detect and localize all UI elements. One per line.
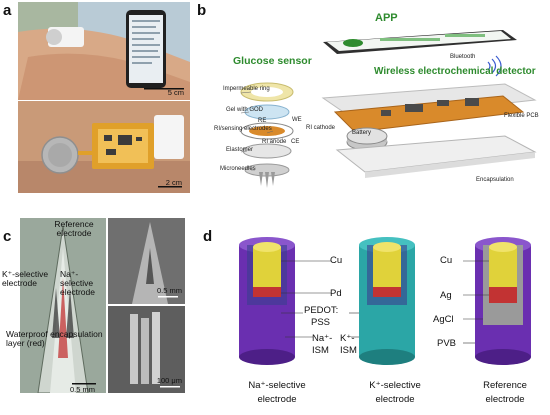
electrode-re-label: RE	[258, 118, 267, 124]
photo-microneedle-optical	[20, 218, 106, 393]
electrode-we-label: WE	[292, 117, 302, 123]
label-pedot: PEDOT:	[304, 305, 339, 316]
layer-gel-with-god: Gel with GOD	[226, 107, 264, 113]
label-k-ism-2: ISM	[340, 345, 357, 356]
scale-bar-5cm: 5 cm	[167, 88, 184, 97]
wireless-detector-title: Wireless electrochemical detector	[374, 66, 536, 77]
photo-sem-side: 100 μm	[108, 306, 185, 393]
caption-na-line2: electrode	[257, 394, 297, 405]
flexible-pcb-label: Flexible PCB	[504, 113, 539, 119]
app-label: APP	[375, 12, 398, 24]
phone-illustration	[323, 30, 517, 54]
label-k-ism-1: K⁺-	[340, 333, 355, 344]
reference-electrode-label: Reference electrode	[54, 219, 94, 238]
k-selective-electrode-label: K⁺-selective electrode	[2, 269, 49, 288]
label-pvb: PVB	[437, 338, 457, 349]
glucose-sensor-title: Glucose sensor	[233, 55, 312, 67]
panel-d-leaders	[281, 260, 489, 344]
k-electrode	[359, 237, 415, 365]
battery-label: Battery	[352, 130, 372, 136]
sem-tip-image	[108, 218, 185, 304]
flexible-pcb	[321, 83, 537, 151]
scale-bar-main-0-5mm: 0.5 mm	[70, 385, 96, 394]
caption-k-line1: K⁺-selective	[369, 380, 421, 391]
scale-bar-sem-0-5mm: 0.5 mm	[156, 286, 182, 295]
panel-b-letter: b	[197, 2, 207, 19]
layer-impermeable-ring: Impermeable ring	[223, 86, 270, 92]
label-pss: PSS	[311, 317, 331, 328]
na-selective-electrode-label: Na⁺-selective electrode	[60, 269, 95, 297]
photo-device-closeup-image	[18, 101, 190, 193]
microneedle-optical-image	[20, 218, 106, 393]
caption-ref-line2: electrode	[485, 394, 525, 405]
reference-electrode	[475, 237, 531, 365]
photo-device-closeup: 2 cm	[18, 101, 190, 193]
label-cu-2: Cu	[440, 255, 453, 266]
photo-sem-tip: 0.5 mm	[108, 218, 185, 304]
sem-side-image	[108, 306, 185, 393]
scale-bar-2cm: 2 cm	[165, 178, 182, 187]
caption-ref-line1: Reference	[483, 380, 527, 391]
label-cu-1: Cu	[330, 255, 343, 266]
label-ag: Ag	[440, 290, 452, 301]
caption-k-line2: electrode	[375, 394, 415, 405]
electrode-ce-label: CE	[291, 139, 300, 145]
waterproof-layer-label: Waterproof encapsulation layer (red)	[6, 329, 103, 348]
electrode-ri-cathode-label: RI cathode	[306, 125, 336, 131]
panel-d-electrode-diagram	[239, 237, 531, 365]
encapsulation-shell	[335, 135, 537, 178]
caption-na-line1: Na⁺-selective	[248, 380, 306, 391]
bluetooth-waves	[487, 55, 502, 77]
photo-arm-phone: 5 cm	[18, 2, 190, 100]
layer-microneedles: Microneedles	[220, 166, 256, 172]
bluetooth-label: Bluetooth	[450, 54, 476, 60]
label-pd: Pd	[330, 288, 342, 299]
na-electrode	[239, 237, 295, 365]
photo-arm-phone-image	[18, 2, 190, 100]
label-na-ism-2: ISM	[312, 345, 329, 356]
scale-bar-sem-100um: 100 μm	[156, 376, 182, 385]
leader-lines	[240, 91, 274, 171]
layer-ri-sensing-electrodes: RI/sensing electrodes	[214, 126, 272, 132]
encapsulation-label: Encapsulation	[476, 177, 514, 183]
panel-b-exploded-diagram	[240, 30, 537, 188]
sensor-stack	[240, 82, 294, 188]
electrode-ri-anode-label: RI anode	[262, 139, 287, 145]
panel-d-letter: d	[203, 228, 213, 245]
layer-elastomer: Elastomer	[226, 147, 254, 153]
label-agcl: AgCl	[433, 314, 454, 325]
label-na-ism-1: Na⁺-	[312, 333, 333, 344]
panel-a-letter: a	[3, 2, 12, 19]
panel-c-letter: c	[3, 228, 12, 245]
